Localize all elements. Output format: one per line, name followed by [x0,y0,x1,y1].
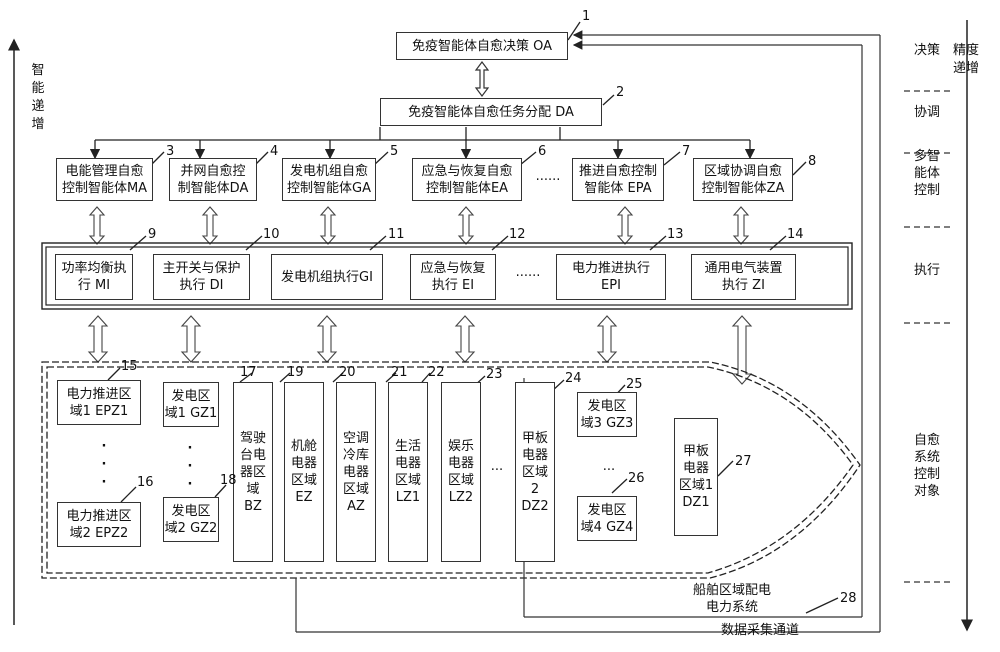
zone-lz1: 生活 电器 区域 LZ1 [388,382,428,562]
ref-number-13: 13 [667,227,684,242]
ref-number-18: 18 [220,473,237,488]
ref-number-11: 11 [388,227,405,242]
ref-number-5: 5 [390,144,399,159]
ref-number-10: 10 [263,227,280,242]
zone-lz2: 娱乐 电器 区域 LZ2 [441,382,481,562]
ref-number-7: 7 [682,144,691,159]
executor-gi: 发电机组执行GI [271,254,383,300]
zones-ellipsis: ... [490,459,504,474]
ref-number-23: 23 [486,367,503,382]
zone-gz2: 发电区 域2 GZ2 [163,497,219,542]
double-arrow-oa-da [474,61,490,97]
ref-number-3: 3 [166,144,175,159]
executor-ei: 应急与恢复 执行 EI [410,254,496,300]
gz-vertical-dots: · · · [187,441,193,492]
ref-number-15: 15 [121,359,138,374]
ref-number-8: 8 [808,154,817,169]
double-arrows-agent-exec [88,206,750,245]
ref-number-1: 1 [582,9,591,24]
ref-number-20: 20 [339,365,356,380]
zone-epz2: 电力推进区 域2 EPZ2 [57,502,141,547]
zone-ez: 机舱 电器 区域 EZ [284,382,324,562]
executor-mi: 功率均衡执 行 MI [55,254,133,300]
zone-dz1: 甲板 电器 区域1 DZ1 [674,418,718,536]
ref-number-4: 4 [270,144,279,159]
executors-ellipsis: ...... [515,265,541,280]
coordination-box-da: 免疫智能体自愈任务分配 DA [380,98,602,126]
ref-number-12: 12 [509,227,526,242]
decision-box-oa: 免疫智能体自愈决策 OA [396,32,568,60]
ref-number-6: 6 [538,144,547,159]
ref-number-26: 26 [628,471,645,486]
ship-system-label: 船舶区域配电 电力系统 [692,583,771,615]
agent-ma: 电能管理自愈 控制智能体MA [56,158,153,201]
executor-zi: 通用电气装置 执行 ZI [691,254,796,300]
ref-number-24: 24 [565,371,582,386]
ref-number-22: 22 [428,365,445,380]
agent-ea: 应急与恢复自愈 控制智能体EA [412,158,522,201]
ref-number-25: 25 [626,377,643,392]
left-axis-label: 智 能 递 增 [31,63,45,132]
zone-gz1: 发电区 域1 GZ1 [163,382,219,427]
ref-number-16: 16 [137,475,154,490]
agent-za: 区域协调自愈 控制智能体ZA [693,158,793,201]
zone-dz2: 甲板 电器 区域 2 DZ2 [515,382,555,562]
zone-gz4: 发电区 域4 GZ4 [577,496,637,541]
zone-bz: 驾驶 台电 器区 域 BZ [233,382,273,562]
ref-number-2: 2 [616,85,625,100]
agents-ellipsis: ...... [535,169,561,184]
agent-da: 并网自愈控 制智能体DA [169,158,257,201]
double-arrows-exec-zone [87,315,753,385]
ref-number-14: 14 [787,227,804,242]
gz-horizontal-dots: ... [602,459,616,474]
layer-controlled-object: 自愈 系统 控制 对象 [913,433,940,499]
executor-di: 主开关与保护 执行 DI [153,254,250,300]
right-axis-label: 精度 递增 [952,43,979,76]
layer-multi-agent: 多智 能体 控制 [913,149,940,198]
agent-epa: 推进自愈控制 智能体 EPA [572,158,664,201]
zone-az: 空调 冷库 电器 区域 AZ [336,382,376,562]
ref-number-27: 27 [735,454,752,469]
zone-gz3: 发电区 域3 GZ3 [577,392,637,437]
data-channel-label: 数据采集通道 [720,623,799,638]
epz-vertical-dots: · · · [101,439,107,490]
ref-number-9: 9 [148,227,157,242]
layer-decision: 决策 [913,43,940,58]
layer-coordination: 协调 [913,105,940,120]
ref-number-21: 21 [391,365,408,380]
zone-epz1: 电力推进区 域1 EPZ1 [57,380,141,425]
ref-number-17: 17 [240,365,257,380]
executor-epi: 电力推进执行 EPI [556,254,666,300]
layer-execution: 执行 [913,263,940,278]
ref-number-19: 19 [287,365,304,380]
ref-number-28: 28 [840,591,857,606]
agent-ga: 发电机组自愈 控制智能体GA [282,158,376,201]
